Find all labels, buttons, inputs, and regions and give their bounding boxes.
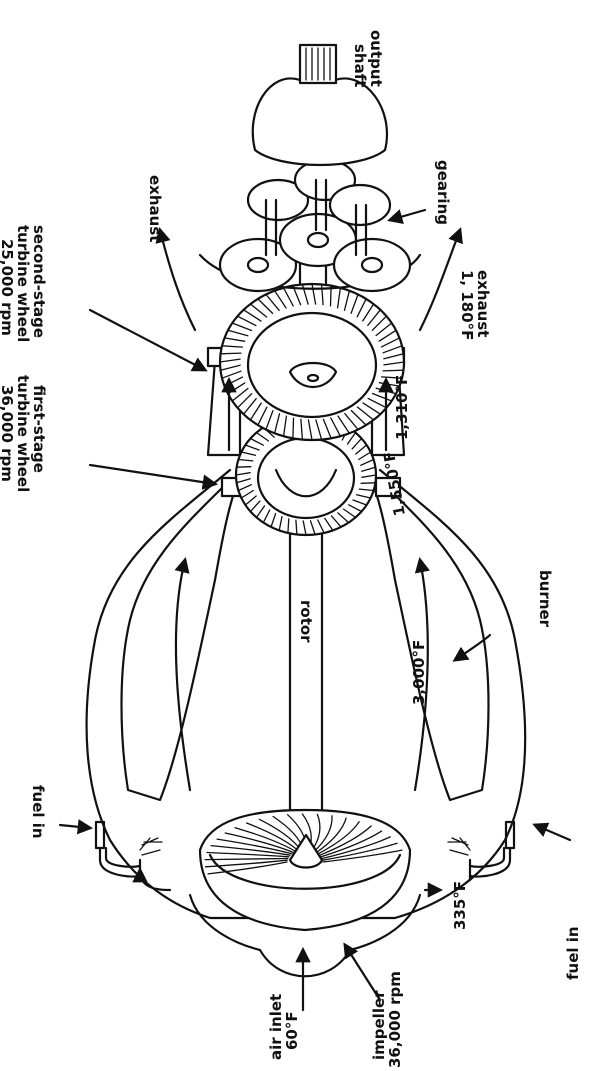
label-fuel-in-right: fuel in [564, 926, 582, 980]
rotor-shaft [290, 520, 322, 850]
gear-cluster [220, 160, 410, 291]
label-air-inlet: air inlet 60°F [267, 994, 301, 1060]
label-temp-3000: 3,000°F [410, 640, 428, 705]
label-impeller: impeller 36,000 rpm [370, 971, 404, 1068]
svg-text:1,310°F: 1,310°F [393, 375, 411, 440]
label-exhaust-left: exhaust [146, 175, 164, 242]
svg-text:36,000 rpm: 36,000 rpm [0, 385, 16, 482]
label-rotor: rotor [297, 600, 315, 643]
label-fuel-in-left: fuel in [29, 785, 47, 839]
svg-text:exhaust: exhaust [146, 175, 164, 242]
label-first-stage: first-stage turbine wheel 36,000 rpm [0, 375, 48, 492]
output-shaft [300, 45, 336, 83]
label-burner: burner [536, 570, 554, 628]
svg-text:1, 180°F: 1, 180°F [458, 270, 476, 340]
svg-text:gearing: gearing [434, 160, 452, 225]
label-output-shaft: output shaft [351, 30, 385, 87]
svg-text:rotor: rotor [297, 600, 315, 643]
label-gearing: gearing [434, 160, 452, 225]
svg-text:fuel in: fuel in [29, 785, 47, 839]
svg-text:burner: burner [536, 570, 554, 628]
label-exhaust-right: exhaust 1, 180°F [458, 270, 492, 340]
svg-text:25,000 rpm: 25,000 rpm [0, 239, 16, 336]
svg-text:60°F: 60°F [283, 1011, 301, 1050]
impeller [200, 810, 410, 930]
label-temp-335: 335°F [451, 881, 469, 930]
svg-text:3,000°F: 3,000°F [410, 640, 428, 705]
svg-text:335°F: 335°F [451, 881, 469, 930]
svg-text:36,000 rpm: 36,000 rpm [386, 971, 404, 1068]
svg-text:fuel in: fuel in [564, 926, 582, 980]
label-second-stage: second-stage turbine wheel 25,000 rpm [0, 225, 48, 342]
second-stage-turbine-wheel [220, 284, 404, 440]
svg-text:shaft: shaft [351, 44, 369, 87]
left-burner-can [122, 485, 236, 800]
right-burner-can [375, 485, 489, 800]
label-temp-1310: 1,310°F [393, 375, 411, 440]
gear-housing [253, 78, 387, 165]
